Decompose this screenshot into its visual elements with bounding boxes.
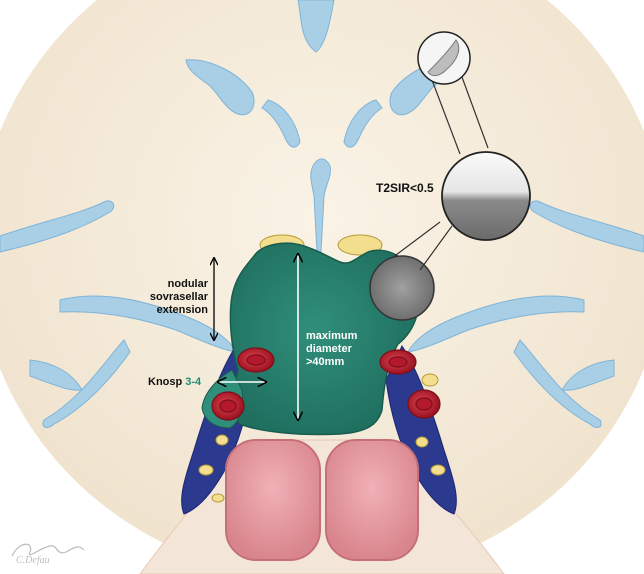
knosp-grade: 3-4 <box>185 376 202 388</box>
artist-signature-scribble <box>11 543 85 557</box>
lateral-ventricles <box>261 99 383 148</box>
mri-inset-large <box>441 151 531 241</box>
diameter-label-line-3: >40mm <box>306 356 345 368</box>
carotid-arteries <box>211 347 441 421</box>
cortical-sulci <box>0 0 644 428</box>
diameter-label: maximum diameter >40mm <box>306 330 357 369</box>
extension-label-line-1: nodular <box>167 278 208 290</box>
extension-label: nodular sovrasellar extension <box>132 278 208 317</box>
diameter-label-line-2: diameter <box>306 343 352 355</box>
knosp-label-prefix: Knosp <box>148 376 186 388</box>
knosp-label: Knosp 3-4 <box>148 376 201 389</box>
sphenoid-sinus <box>225 439 419 561</box>
extension-label-line-3: extension <box>156 304 208 316</box>
t2sir-label: T2SIR<0.5 <box>376 181 434 195</box>
extension-label-line-2: sovrasellar <box>149 291 208 303</box>
third-ventricle <box>310 158 331 253</box>
tumor-nodule <box>369 255 435 321</box>
artist-signature: C.Defau <box>16 555 50 566</box>
diameter-label-line-1: maximum <box>306 330 358 342</box>
mri-inset-small <box>417 31 471 85</box>
